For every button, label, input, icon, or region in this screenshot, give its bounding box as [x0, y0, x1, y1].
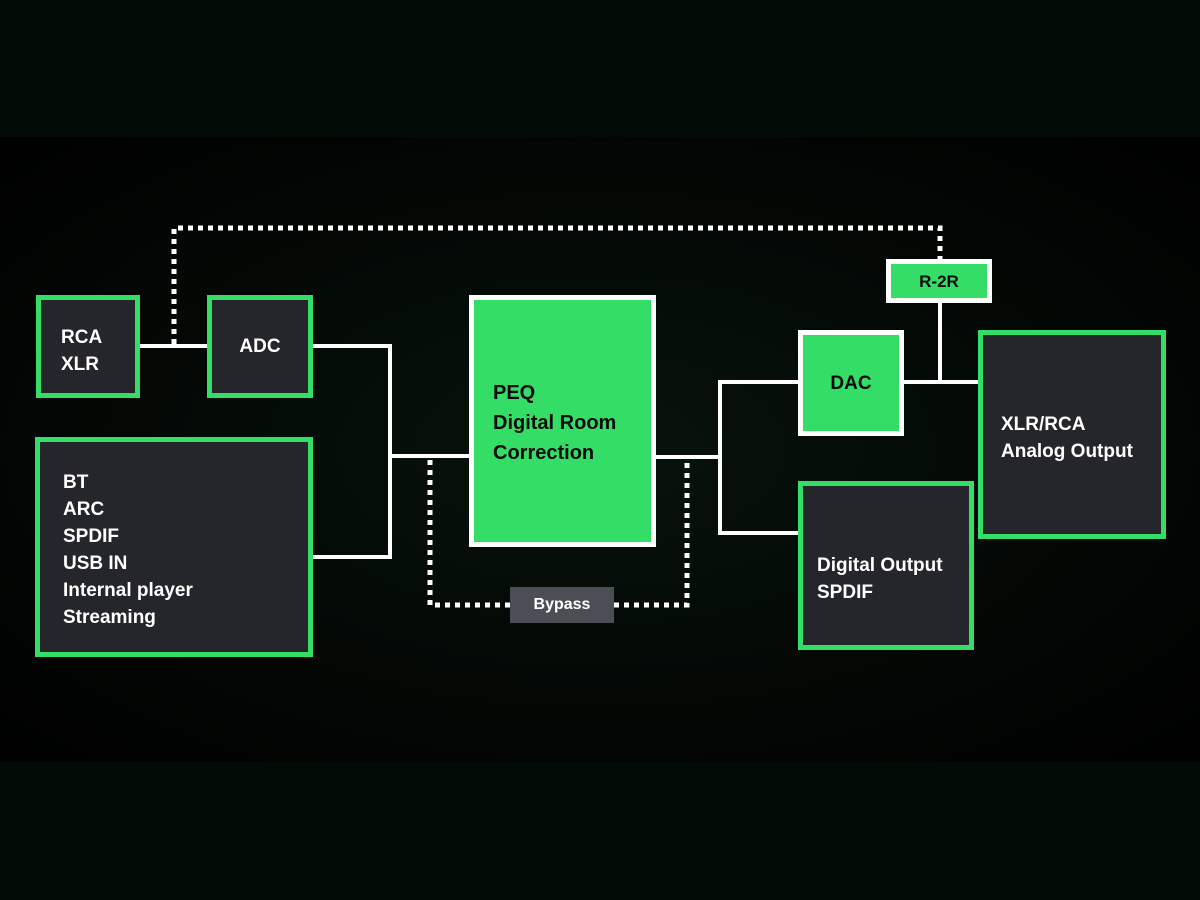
- adc-label: ADC: [239, 336, 281, 357]
- input-label: XLR: [61, 354, 99, 375]
- digital-input-block: BT ARC SPDIF USB IN Internal player Stre…: [35, 437, 313, 657]
- output-label: XLR/RCA: [1001, 414, 1086, 435]
- analog-output-block: XLR/RCA Analog Output: [978, 330, 1166, 539]
- digital-output-block: Digital Output SPDIF: [798, 481, 974, 650]
- output-label: Digital Output: [817, 555, 943, 576]
- analog-input-block: RCA XLR: [36, 295, 140, 398]
- dac-label: DAC: [830, 372, 872, 394]
- dac-block: DAC: [798, 330, 904, 436]
- wire-adc-to-merge: [312, 344, 392, 559]
- dotted-bypass-left: [427, 460, 510, 608]
- bypass-label: Bypass: [510, 587, 614, 623]
- input-label: RCA: [61, 327, 103, 348]
- input-label: Streaming: [63, 607, 156, 628]
- wire-split-to-outputs: [718, 380, 798, 535]
- r2r-label: R-2R: [919, 271, 959, 291]
- peq-label: PEQ: [493, 382, 536, 404]
- adc-block: ADC: [207, 295, 313, 398]
- peq-label: Digital Room: [493, 412, 617, 434]
- top-band: [0, 0, 1200, 137]
- output-label: Analog Output: [1001, 441, 1133, 462]
- input-label: Internal player: [63, 580, 193, 601]
- input-label: USB IN: [63, 553, 128, 574]
- r2r-block: R-2R: [886, 259, 992, 303]
- bottom-band: [0, 762, 1200, 900]
- peq-room-correction-block: PEQ Digital Room Correction: [469, 295, 656, 547]
- input-label: SPDIF: [63, 526, 119, 547]
- input-label: BT: [63, 472, 89, 493]
- output-label: SPDIF: [817, 582, 873, 603]
- input-label: ARC: [63, 499, 105, 520]
- dotted-bypass-right: [614, 460, 690, 608]
- peq-label: Correction: [493, 442, 595, 464]
